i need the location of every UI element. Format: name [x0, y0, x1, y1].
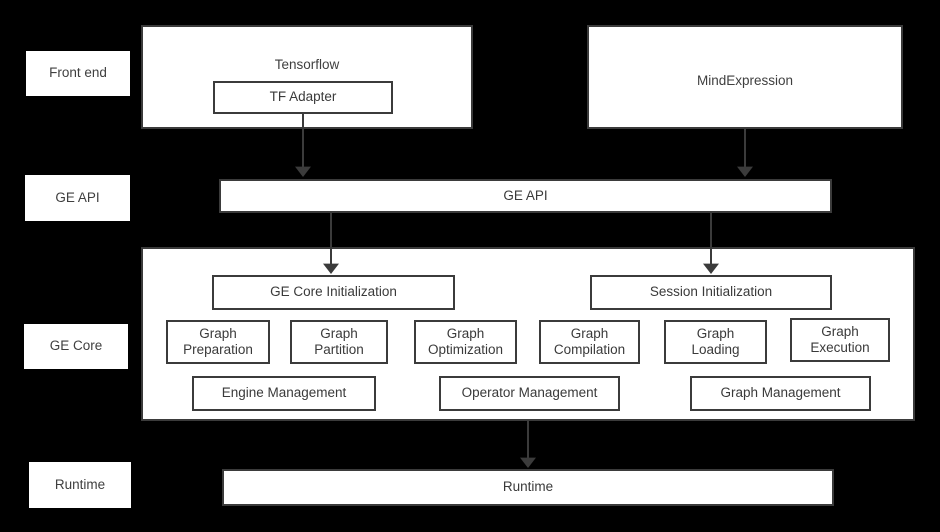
layer-label-front-end: Front end: [26, 51, 130, 96]
tf-adapter-box[interactable]: TF Adapter: [213, 81, 393, 114]
operator-management-box[interactable]: Operator Management: [439, 376, 620, 411]
tensorflow-group-title: Tensorflow: [274, 57, 340, 72]
ge-core-initialization-box[interactable]: GE Core Initialization: [212, 275, 455, 310]
layer-label-ge-core: GE Core: [24, 324, 128, 369]
mindexpression-group-title: MindExpression: [696, 73, 794, 88]
graph-preparation-box[interactable]: Graph Preparation: [166, 320, 270, 364]
graph-management-box[interactable]: Graph Management: [690, 376, 871, 411]
layer-label-ge-api: GE API: [25, 175, 130, 221]
graph-execution-box[interactable]: Graph Execution: [790, 318, 890, 362]
graph-loading-box[interactable]: Graph Loading: [664, 320, 767, 364]
graph-optimization-box[interactable]: Graph Optimization: [414, 320, 517, 364]
runtime-box[interactable]: Runtime: [222, 469, 834, 506]
graph-partition-box[interactable]: Graph Partition: [290, 320, 388, 364]
session-initialization-box[interactable]: Session Initialization: [590, 275, 832, 310]
graph-compilation-box[interactable]: Graph Compilation: [539, 320, 640, 364]
engine-management-box[interactable]: Engine Management: [192, 376, 376, 411]
ge-api-box[interactable]: GE API: [219, 179, 832, 213]
mindexpression-group[interactable]: MindExpression: [587, 25, 903, 129]
layer-label-runtime: Runtime: [29, 462, 131, 508]
